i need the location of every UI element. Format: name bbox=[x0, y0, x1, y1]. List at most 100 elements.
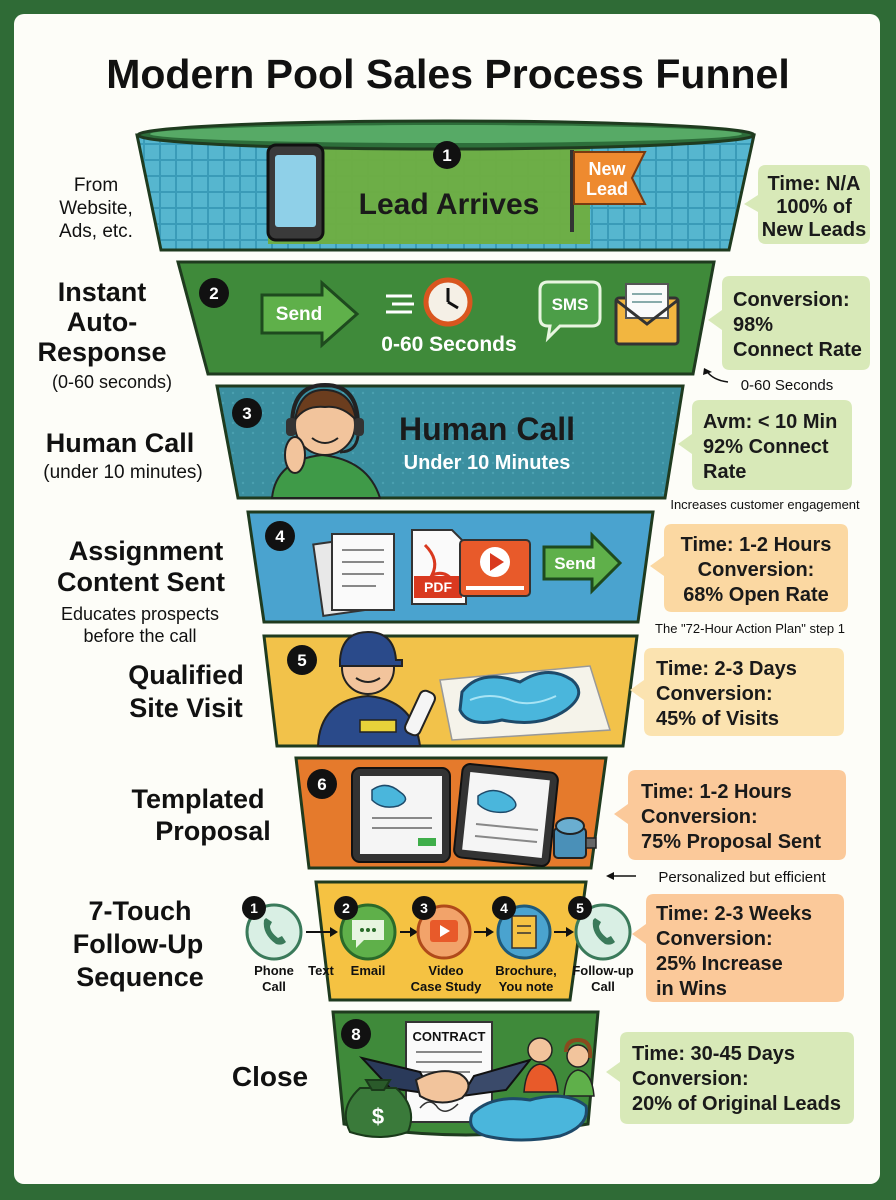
stage-1-side-line: From bbox=[74, 175, 118, 196]
stage-6: 6 Templated Proposal Time: 1-2 Hours bbox=[131, 756, 846, 886]
send-arrow-icon: Send bbox=[260, 279, 360, 349]
pool-icon bbox=[439, 665, 612, 741]
clock-icon bbox=[386, 277, 473, 327]
svg-text:$: $ bbox=[372, 1104, 384, 1129]
callout-line: Conversion: bbox=[656, 928, 773, 950]
sms-bubble-icon: SMS bbox=[538, 280, 602, 343]
stage-7: 1 Phone Call Text 2 Email 3 Video Case S… bbox=[73, 880, 844, 1002]
stage-3: 3 Human Call Under 10 Minutes Human Call… bbox=[43, 382, 860, 512]
stage-4-note: The "72-Hour Action Plan" step 1 bbox=[655, 621, 845, 636]
callout-line: Conversion: bbox=[733, 289, 850, 311]
pdf-label: PDF bbox=[424, 579, 452, 595]
video-icon: 3 Video Case Study bbox=[411, 896, 482, 994]
stage-7-label-line: Sequence bbox=[76, 962, 204, 992]
callout-line: Conversion: bbox=[698, 559, 815, 581]
send-label: Send bbox=[276, 304, 322, 325]
stage-8-callout bbox=[606, 1032, 854, 1124]
stage-7-callout bbox=[632, 894, 844, 1002]
stage-7-label-line: 7-Touch bbox=[89, 896, 192, 926]
contract-label: CONTRACT bbox=[413, 1029, 486, 1044]
callout-line: Conversion: bbox=[641, 806, 758, 828]
callout-line: New Leads bbox=[762, 219, 866, 241]
touch-label: Email bbox=[351, 963, 386, 978]
stage-1: New Lead 1 Lead Arrives From Website, Ad… bbox=[59, 119, 870, 252]
callout-line: Rate bbox=[703, 461, 746, 483]
stage-4: 4 PDF Send Assignment bbox=[57, 510, 848, 646]
stage-5-label-line: Qualified bbox=[128, 660, 244, 690]
stage-5-callout bbox=[630, 648, 844, 736]
document-icon bbox=[312, 533, 395, 617]
callout-line: 68% Open Rate bbox=[683, 584, 829, 606]
page-title: Modern Pool Sales Process Funnel bbox=[106, 51, 790, 97]
step-number: 1 bbox=[442, 146, 451, 165]
stage-6-note: Personalized but efficient bbox=[658, 869, 826, 886]
flag-label-line: Lead bbox=[586, 179, 628, 199]
stage-2-label-line: Auto- bbox=[67, 307, 137, 337]
headset-agent-icon bbox=[270, 382, 382, 499]
document-icon: 4 Brochure, You note bbox=[492, 896, 557, 994]
step-number: 6 bbox=[317, 775, 326, 794]
stage-3-band-title: Human Call bbox=[399, 411, 575, 447]
step-number-badge bbox=[433, 141, 461, 169]
callout-line: 20% of Original Leads bbox=[632, 1093, 841, 1115]
step-number: 2 bbox=[209, 284, 218, 303]
stage-1-side-line: Ads, etc. bbox=[59, 221, 133, 242]
touch-label: Follow-up bbox=[572, 963, 633, 978]
stage-2-callout bbox=[708, 276, 870, 370]
stage-2-sub-line: (0-60 seconds) bbox=[52, 372, 172, 392]
chat-icon: 2 Email bbox=[334, 896, 397, 978]
touch-label: You note bbox=[499, 979, 554, 994]
flag-label-line: New bbox=[588, 159, 626, 179]
callout-line: 45% of Visits bbox=[656, 708, 779, 730]
step-number: 4 bbox=[275, 527, 285, 546]
touch-label: Video bbox=[428, 963, 463, 978]
stage-1-callout bbox=[744, 165, 870, 244]
send-label: Send bbox=[554, 554, 596, 573]
step-number: 5 bbox=[297, 651, 306, 670]
pool-icon bbox=[469, 1094, 588, 1142]
touch-label: Phone bbox=[254, 963, 294, 978]
stage-4-callout bbox=[650, 524, 848, 612]
callout-line: Conversion: bbox=[632, 1068, 749, 1090]
callout-line: Time: 1-2 Hours bbox=[681, 534, 832, 556]
callout-line: 25% Increase bbox=[656, 953, 783, 975]
envelope-icon bbox=[614, 283, 680, 346]
stage-6-label-line: Templated bbox=[131, 784, 264, 814]
stage-8: 8 CONTRACT $ bbox=[232, 1010, 854, 1142]
stage-4-sub-line: before the call bbox=[83, 626, 196, 646]
callout-line: 75% Proposal Sent bbox=[641, 831, 821, 853]
callout-line: Avm: < 10 Min bbox=[703, 411, 837, 433]
stage-3-label-line: Human Call bbox=[46, 428, 195, 458]
phone-icon bbox=[266, 143, 325, 242]
stage-1-band-title: Lead Arrives bbox=[359, 188, 540, 221]
callout-line: Connect Rate bbox=[733, 339, 862, 361]
stage-5: 5 Qualified Site Visit Time: 2-3 Days Co… bbox=[128, 630, 844, 748]
stage-5-label-line: Site Visit bbox=[129, 693, 243, 723]
callout-line: Time: 30-45 Days bbox=[632, 1043, 795, 1065]
stage-2-label-line: Instant bbox=[58, 277, 147, 307]
callout-line: Time: 1-2 Hours bbox=[641, 781, 792, 803]
stage-8-label-line: Close bbox=[232, 1061, 308, 1092]
stage-2-band-text: 0-60 Seconds bbox=[381, 333, 516, 356]
stage-3-callout bbox=[678, 400, 852, 490]
stage-3-note: Increases customer engagement bbox=[670, 497, 860, 512]
touch-label: Text bbox=[308, 963, 334, 978]
flag-icon: New Lead bbox=[570, 150, 647, 232]
video-icon bbox=[459, 539, 531, 597]
callout-line: Time: N/A bbox=[768, 173, 861, 195]
callout-line: 92% Connect bbox=[703, 436, 829, 458]
stage-1-side-line: Website, bbox=[59, 198, 133, 219]
sms-label: SMS bbox=[552, 295, 589, 314]
send-arrow-icon: Send bbox=[542, 531, 623, 595]
step-number: 3 bbox=[242, 404, 251, 423]
stage-7-label-line: Follow-Up bbox=[73, 929, 203, 959]
touch-label: Brochure, bbox=[495, 963, 556, 978]
stage-4-label-line: Assignment bbox=[69, 536, 224, 566]
stage-2-label-line: Response bbox=[37, 337, 166, 367]
money-bag-icon: $ bbox=[344, 1079, 412, 1138]
stage-2: 2 Send 0-60 Seconds SMS bbox=[37, 260, 870, 394]
callout-line: Conversion: bbox=[656, 683, 773, 705]
stage-3-band-subtitle: Under 10 Minutes bbox=[404, 452, 571, 474]
step-number: 8 bbox=[351, 1025, 360, 1044]
